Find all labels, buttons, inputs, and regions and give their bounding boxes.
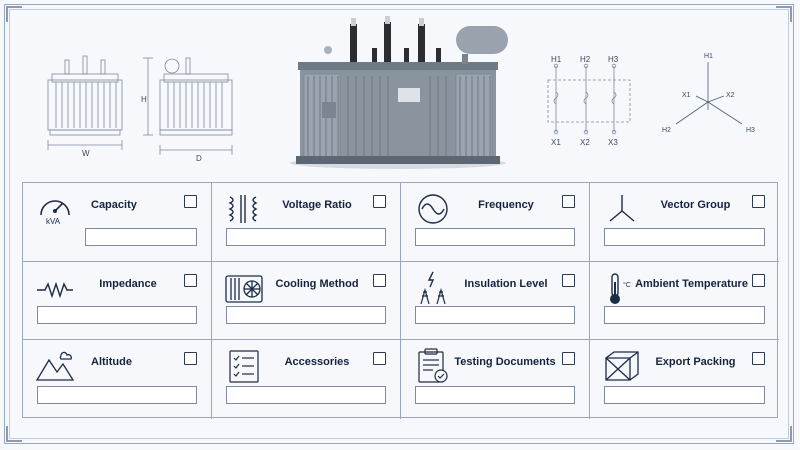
frequency-cell: Frequency	[401, 183, 590, 262]
testing-documents-label: Testing Documents	[454, 356, 556, 369]
insulation-level-cell: Insulation Level	[401, 261, 590, 341]
impedance-label: Impedance	[99, 277, 157, 290]
vector-label: H3	[746, 127, 755, 134]
insulation-level-field[interactable]	[415, 306, 575, 325]
ambient-temperature-checkbox[interactable]	[752, 273, 765, 287]
testing-documents-checkbox[interactable]	[562, 352, 575, 366]
vector-group-checkbox[interactable]	[752, 195, 765, 208]
vector-group-field[interactable]	[604, 227, 765, 246]
inner-frame	[9, 9, 789, 439]
impedance-checkbox[interactable]	[184, 273, 197, 287]
altitude-cell: Altitude	[23, 340, 212, 419]
voltage-ratio-field[interactable]	[226, 227, 386, 246]
vector-label: H2	[662, 127, 671, 134]
export-packing-field[interactable]	[604, 385, 765, 404]
export-packing-checkbox[interactable]	[752, 352, 765, 366]
impedance-field[interactable]	[37, 306, 197, 325]
testing-documents-field[interactable]	[415, 385, 575, 404]
testing-documents-cell: Testing Documents	[401, 340, 590, 419]
frame-corner	[6, 6, 22, 22]
cooling-method-label: Cooling Method	[275, 277, 359, 290]
radiator-fan-icon	[225, 274, 263, 303]
voltage-ratio-checkbox[interactable]	[373, 195, 386, 208]
capacity-cell: kVA Capacity	[23, 183, 212, 262]
outer-frame	[4, 4, 794, 444]
ambient-temperature-cell: °C Ambient Temperature	[590, 262, 779, 341]
depth-label: D	[196, 154, 202, 163]
side-view-drawing	[143, 57, 233, 155]
height-label: H	[141, 95, 147, 104]
vector-group-label: Vector Group	[660, 199, 731, 211]
vector-diagram	[675, 62, 743, 125]
frame-corner	[776, 6, 792, 22]
accessories-cell: Accessories	[212, 340, 401, 419]
resistor-icon	[37, 281, 73, 298]
voltage-ratio-label: Voltage Ratio	[282, 199, 352, 211]
accessories-checkbox[interactable]	[373, 352, 386, 366]
kva-gauge-icon: kVA	[40, 200, 70, 226]
export-packing-label: Export Packing	[655, 356, 736, 369]
mountain-icon	[35, 352, 75, 381]
accessories-field[interactable]	[226, 385, 386, 404]
lightning-tower-icon	[420, 271, 446, 304]
ambient-temperature-label: Ambient Temperature	[635, 277, 748, 290]
impedance-cell: Impedance	[23, 261, 212, 341]
vector-label: X1	[682, 92, 691, 99]
capacity-field[interactable]	[85, 227, 197, 246]
thermometer-icon: °C	[610, 272, 631, 304]
wye-icon	[609, 195, 635, 222]
altitude-field[interactable]	[37, 385, 197, 404]
capacity-label: Capacity	[91, 199, 137, 211]
frame-corner	[776, 426, 792, 442]
insulation-level-checkbox[interactable]	[562, 273, 575, 287]
terminal-label: X2	[580, 138, 590, 147]
voltage-ratio-cell: Voltage Ratio	[212, 183, 401, 262]
clipboard-check-icon	[418, 348, 448, 383]
cooling-method-field[interactable]	[226, 306, 386, 325]
wiring-diagram	[547, 63, 631, 135]
crate-icon	[605, 351, 639, 381]
transformer-drawings: W H D H1 H2 H3 X1 X2 X3 H1 X1 X2 H2 H3	[47, 16, 755, 169]
altitude-checkbox[interactable]	[184, 352, 197, 366]
ambient-temperature-field[interactable]	[604, 306, 765, 325]
capacity-checkbox[interactable]	[184, 195, 197, 208]
sine-wave-icon	[418, 194, 448, 224]
checklist-icon	[229, 350, 259, 383]
front-view-drawing	[47, 55, 123, 150]
transformer-illustration	[290, 16, 508, 169]
specification-form: kVA Capacity Voltage Ratio Frequency	[22, 182, 779, 419]
width-label: W	[82, 149, 90, 158]
vector-label: H1	[704, 53, 713, 60]
celsius-icon-text: °C	[623, 281, 631, 289]
terminal-label: H3	[608, 55, 619, 64]
transformer-coil-icon	[228, 195, 258, 223]
frame-corner	[6, 426, 22, 442]
frequency-field[interactable]	[415, 227, 575, 246]
frequency-checkbox[interactable]	[562, 195, 575, 208]
insulation-level-label: Insulation Level	[464, 277, 548, 290]
cooling-method-cell: Cooling Method	[212, 261, 401, 341]
accessories-label: Accessories	[284, 356, 350, 369]
terminal-label: X1	[551, 138, 561, 147]
frequency-label: Frequency	[478, 199, 534, 211]
vector-label: X2	[726, 92, 735, 99]
kva-icon-text: kVA	[46, 217, 61, 226]
export-packing-cell: Export Packing	[590, 340, 779, 419]
terminal-label: H2	[580, 55, 591, 64]
terminal-label: X3	[608, 138, 618, 147]
terminal-label: H1	[551, 55, 562, 64]
cooling-method-checkbox[interactable]	[373, 273, 386, 287]
vector-group-cell: Vector Group	[590, 183, 779, 262]
altitude-label: Altitude	[91, 356, 132, 369]
